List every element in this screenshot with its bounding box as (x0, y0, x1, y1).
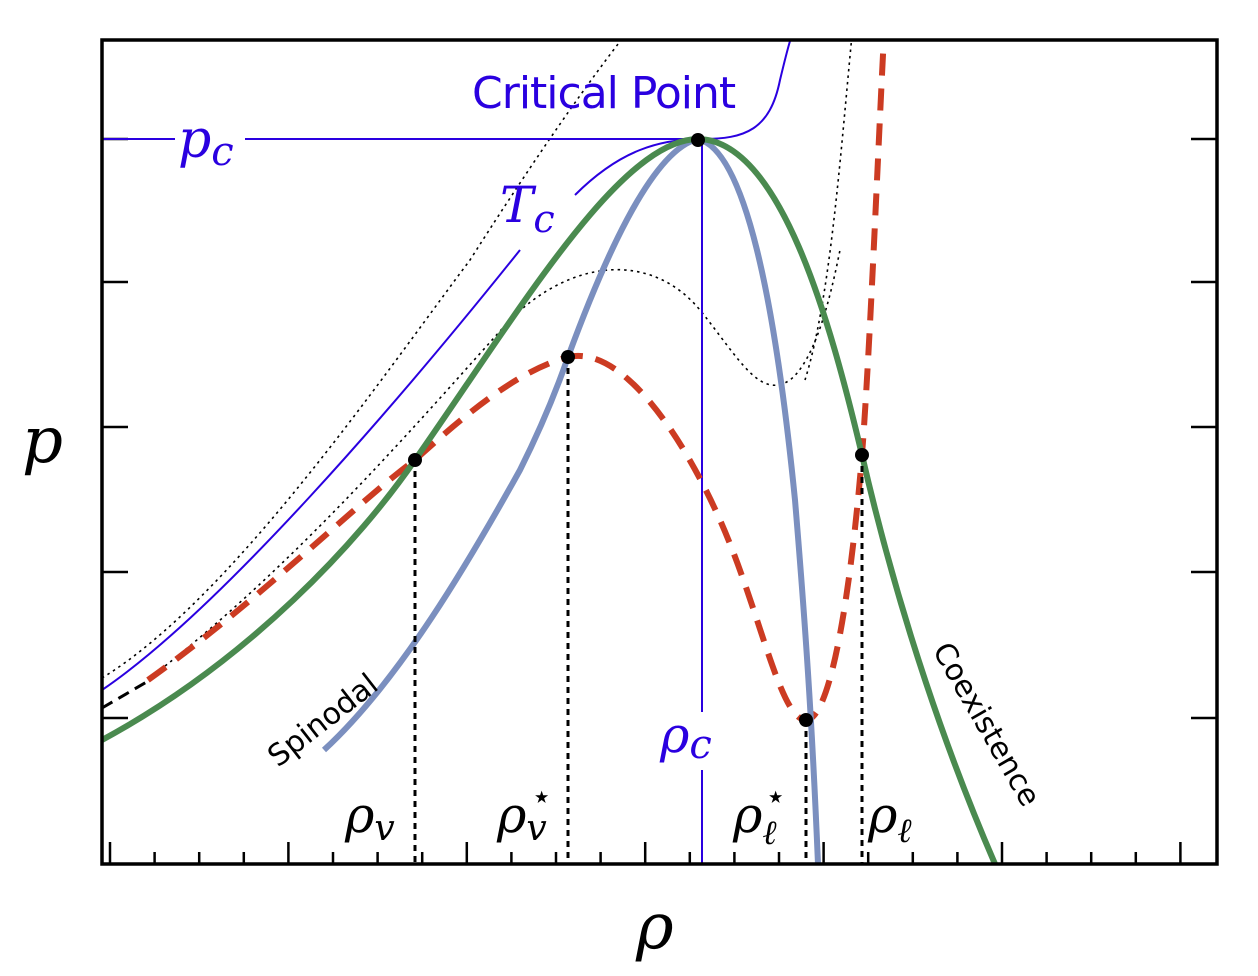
rhol-star-label: ρℓ (732, 786, 777, 853)
rhol-star-sup: ⋆ (765, 777, 786, 817)
red-dashed-isotherm (146, 40, 887, 724)
rhov-point (408, 453, 422, 467)
axis-ticks (102, 137, 1217, 864)
plot-frame (100, 38, 1219, 866)
spinodal-curve (321, 135, 821, 864)
upper-dotted-isotherm-right (804, 40, 853, 381)
x-axis-label: ρ (635, 890, 674, 964)
black-dashed-start (102, 678, 151, 710)
y-axis-label: p (22, 404, 63, 478)
middle-dotted-isotherm (159, 249, 841, 671)
rhov-label: ρv (344, 786, 395, 849)
rhol-label: ρℓ (867, 786, 912, 851)
rhov-star-label: ρv (496, 786, 547, 849)
pc-label: pc (178, 110, 234, 175)
tc-label: Tc (500, 176, 555, 241)
critical-isotherm-upper (574, 40, 792, 196)
rhoc-label: ρc (659, 706, 712, 768)
critical-point-marker (691, 133, 705, 147)
spinodal-label: Spinodal (261, 667, 385, 774)
critical-point-label: Critical Point (472, 68, 736, 119)
rhov-star-point (561, 350, 575, 364)
upper-dotted-isotherm (102, 40, 623, 679)
rhol-star-point (799, 713, 813, 727)
rhol-point (855, 448, 869, 462)
rhov-star-sup: ⋆ (531, 777, 552, 817)
critical-isotherm (102, 249, 521, 691)
